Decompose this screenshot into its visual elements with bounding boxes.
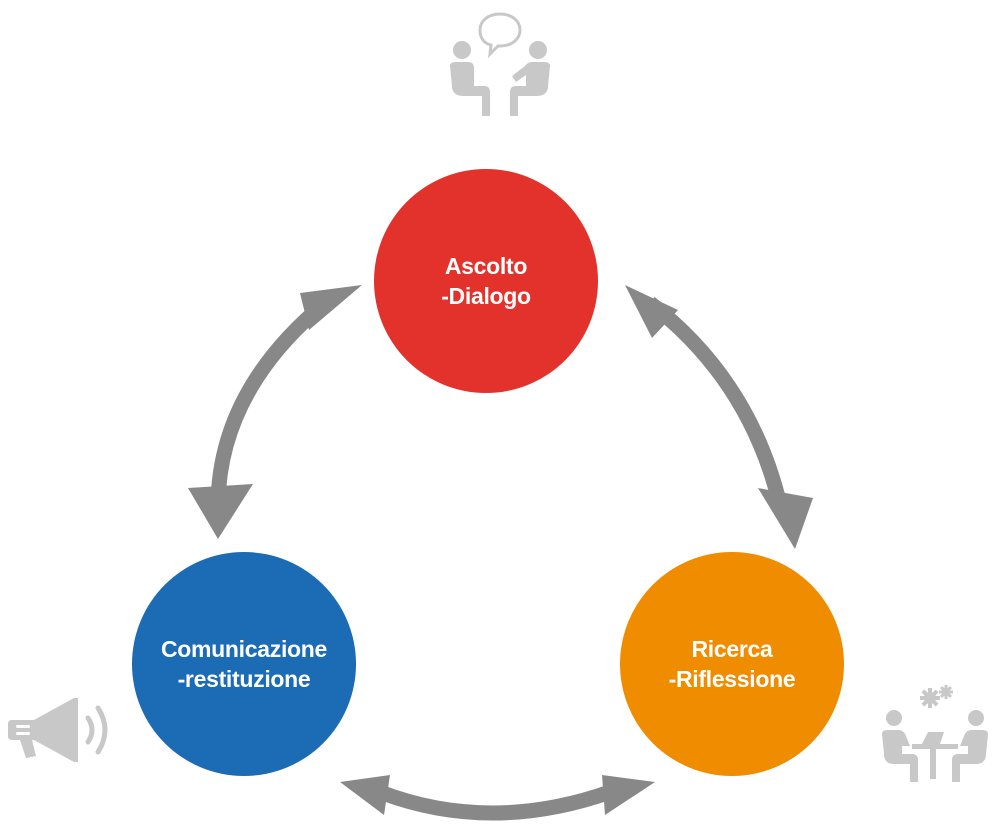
node-left-line2: -restituzione xyxy=(177,666,311,692)
node-left-line1: Comunicazione xyxy=(160,636,328,662)
node-ricerca-riflessione: Ricerca -Riflessione xyxy=(620,552,844,776)
megaphone-lines xyxy=(16,725,30,735)
arrowhead-bottom-left xyxy=(340,775,390,815)
node-top-line2: -Dialogo xyxy=(441,283,531,309)
gear-small xyxy=(939,685,953,699)
node-top-line1: Ascolto xyxy=(444,253,528,279)
meeting-gears-icon xyxy=(882,685,988,782)
arrow-strokes xyxy=(210,297,788,821)
arrow-top-right xyxy=(645,297,788,507)
node-right-line1: Ricerca xyxy=(691,636,773,662)
conversation-icon xyxy=(450,12,550,116)
arrow-heads xyxy=(188,285,813,815)
arrowhead-bottom-right xyxy=(602,775,655,815)
arrowhead-top-left-lower xyxy=(188,484,253,539)
node-right-line2: -Riflessione xyxy=(668,666,796,692)
arrow-bottom xyxy=(377,784,613,821)
sound-waves xyxy=(85,705,108,755)
megaphone-icon xyxy=(8,698,108,762)
node-ascolto-dialogo: Ascolto -Dialogo xyxy=(374,169,598,393)
node-comunicazione-restituzione: Comunicazione -restituzione xyxy=(132,552,356,776)
arrowhead-top-right-upper xyxy=(625,285,678,338)
arrowhead-top-right-lower xyxy=(758,488,813,549)
arrowhead-top-left-upper xyxy=(300,285,362,330)
gear-large xyxy=(920,688,940,708)
arrow-top-left xyxy=(210,297,330,504)
